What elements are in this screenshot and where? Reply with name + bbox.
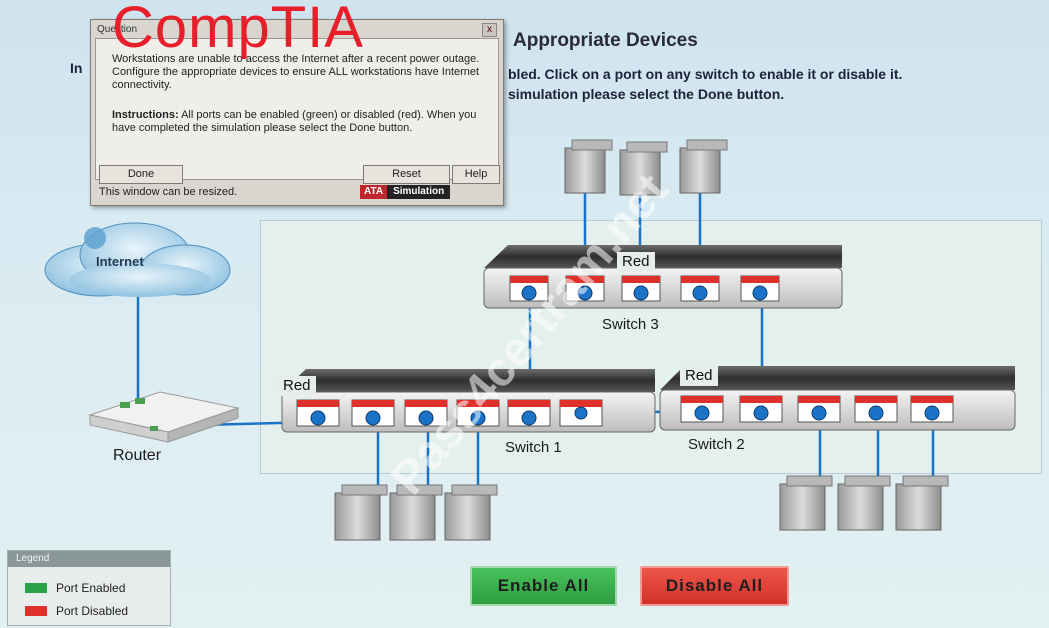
ata-brand-a: ATA xyxy=(360,185,388,199)
header-instruction-2: simulation please select the Done button… xyxy=(508,86,785,102)
switch-3-ports[interactable] xyxy=(509,275,780,302)
question-window-title: Question xyxy=(97,24,138,35)
internet-cloud xyxy=(44,222,231,297)
switch-1-red-tag: Red xyxy=(278,376,316,396)
enable-all-button[interactable]: Enable All xyxy=(470,566,617,606)
legend-box: Legend Port Enabled Port Disabled xyxy=(7,550,171,626)
help-button[interactable]: Help xyxy=(452,165,500,184)
switch-3-red-tag: Red xyxy=(617,252,655,272)
port-enabled-swatch xyxy=(25,583,47,593)
port-enabled-label: Port Enabled xyxy=(56,581,126,595)
switch-2-ports[interactable] xyxy=(680,395,954,423)
router-label: Router xyxy=(113,447,162,464)
window-status: This window can be resized. xyxy=(99,186,238,198)
disable-all-button[interactable]: Disable All xyxy=(640,566,789,606)
comptia-logo: CompTIA xyxy=(112,0,364,60)
switch-2-red-tag: Red xyxy=(680,366,718,386)
internet-label: Internet xyxy=(96,254,144,269)
legend-title: Legend xyxy=(8,551,170,567)
switch-2-label: Switch 2 xyxy=(688,436,745,453)
header-lead-text: In xyxy=(70,60,83,76)
question-instructions: Instructions: All ports can be enabled (… xyxy=(112,109,482,135)
done-button[interactable]: Done xyxy=(99,165,183,184)
port-disabled-swatch xyxy=(25,606,47,616)
switch-1-ports[interactable] xyxy=(296,399,603,427)
reset-button[interactable]: Reset xyxy=(363,165,450,184)
servers-switch1 xyxy=(334,484,498,541)
ata-brand-b: Simulation xyxy=(387,185,451,199)
question-window[interactable]: Question x Workstations are unable to ac… xyxy=(90,19,504,206)
ata-brand: ATA Simulation xyxy=(360,185,451,199)
router-device xyxy=(88,391,240,443)
close-icon[interactable]: x xyxy=(482,23,497,37)
switch-1-label: Switch 1 xyxy=(505,439,562,456)
instructions-label: Instructions: xyxy=(112,109,179,121)
servers-switch2 xyxy=(779,475,949,531)
instructions-text: All ports can be enabled (green) or disa… xyxy=(112,109,477,134)
servers-top xyxy=(564,139,728,196)
header-instruction-1: bled. Click on a port on any switch to e… xyxy=(508,66,903,82)
page-title: Appropriate Devices xyxy=(513,30,698,51)
port-disabled-label: Port Disabled xyxy=(56,604,129,618)
switch-3-label: Switch 3 xyxy=(602,316,659,333)
question-text-area: Workstations are unable to access the In… xyxy=(95,38,499,180)
question-text: Workstations are unable to access the In… xyxy=(112,53,480,91)
